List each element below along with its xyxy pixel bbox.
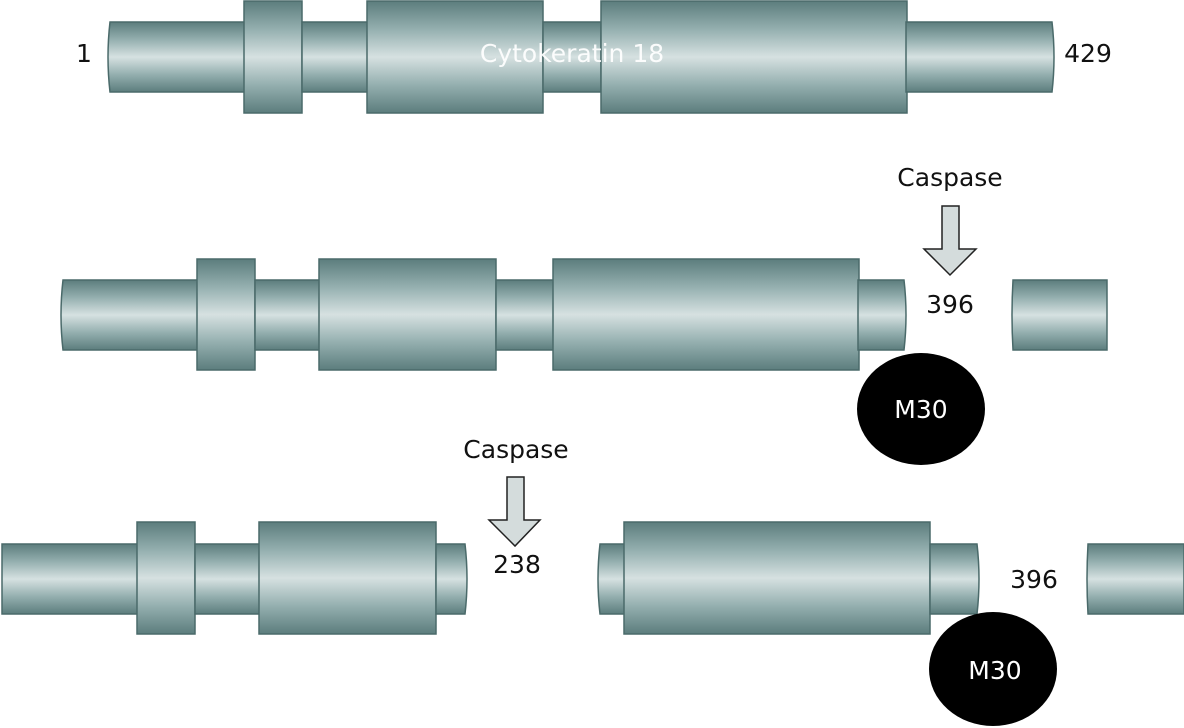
down-arrow-icon <box>922 205 978 277</box>
segment <box>243 0 303 114</box>
segment <box>495 279 555 351</box>
cleavage-site-label: 396 <box>926 290 974 319</box>
segment <box>929 543 980 615</box>
segment <box>301 21 369 93</box>
end-residue-label: 429 <box>1064 39 1112 68</box>
segment <box>905 21 1055 93</box>
m30-antibody <box>929 612 1057 726</box>
segment <box>1011 279 1108 351</box>
cleavage-site-label: 238 <box>493 550 541 579</box>
segment <box>623 521 931 635</box>
protein-title: Cytokeratin 18 <box>480 39 664 68</box>
segment <box>435 543 468 615</box>
second-site-label: 396 <box>1010 565 1058 594</box>
protease-label: Caspase <box>463 435 568 464</box>
protease-label: Caspase <box>897 163 1002 192</box>
segment <box>857 279 907 351</box>
start-residue-label: 1 <box>76 39 92 68</box>
row-intact: Cytokeratin 18 1 429 <box>76 0 1112 114</box>
segment <box>1 543 139 615</box>
row-second-cleavage: Caspase 238 396 M30 <box>1 435 1184 726</box>
row-first-cleavage: Caspase 396 M30 <box>60 163 1108 465</box>
m30-antibody <box>857 353 985 465</box>
segment <box>600 0 908 114</box>
segment <box>1086 543 1184 615</box>
segment <box>552 258 860 371</box>
segment <box>254 279 321 351</box>
segment <box>597 543 626 615</box>
segment <box>366 0 544 114</box>
segment <box>258 521 437 635</box>
segment <box>107 21 247 93</box>
segment <box>318 258 497 371</box>
antibody-label: M30 <box>968 656 1021 685</box>
segment <box>196 258 256 371</box>
antibody-label: M30 <box>894 395 947 424</box>
segment <box>136 521 196 635</box>
segment <box>194 543 261 615</box>
segment <box>60 279 199 351</box>
down-arrow-icon <box>487 476 542 548</box>
segment <box>542 21 602 93</box>
